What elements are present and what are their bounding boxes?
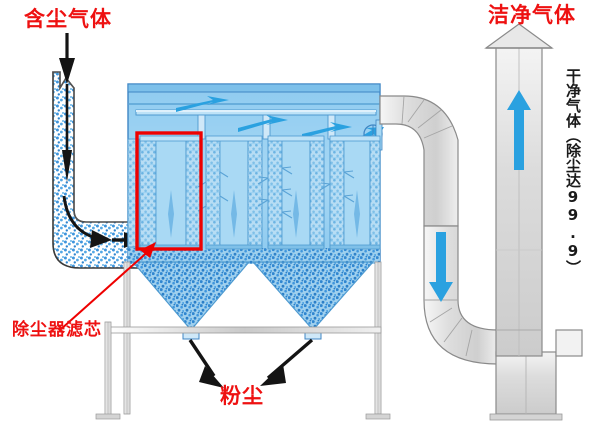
filter-cartridge xyxy=(329,135,381,250)
blower-fan-unit xyxy=(489,329,583,421)
support-frame-legs xyxy=(95,261,391,420)
filter-cartridge xyxy=(139,135,203,250)
rain-cap xyxy=(484,23,554,49)
filter-cartridge xyxy=(205,135,263,250)
dust-hoppers xyxy=(131,261,375,340)
filter-cartridge-group xyxy=(127,135,381,250)
cartridge-highlight-box xyxy=(135,131,203,251)
filter-cartridge xyxy=(267,135,325,250)
dust-discharge-arrows xyxy=(188,338,314,388)
pulse-jet-air-manifold xyxy=(135,96,384,151)
clean-gas-outlet-duct xyxy=(379,95,499,365)
label-clean-gas: 洁净气体 xyxy=(488,3,576,27)
exhaust-stack xyxy=(484,23,554,357)
label-filter-cartridge: 除尘器滤芯 xyxy=(12,320,102,340)
label-dust: 粉尘 xyxy=(220,384,264,408)
label-clean-gas-efficiency: 干净气体（除尘达99.9） xyxy=(564,68,582,275)
filter-callout-line xyxy=(59,242,156,331)
label-dust-laden-gas: 含尘气体 xyxy=(24,7,112,31)
